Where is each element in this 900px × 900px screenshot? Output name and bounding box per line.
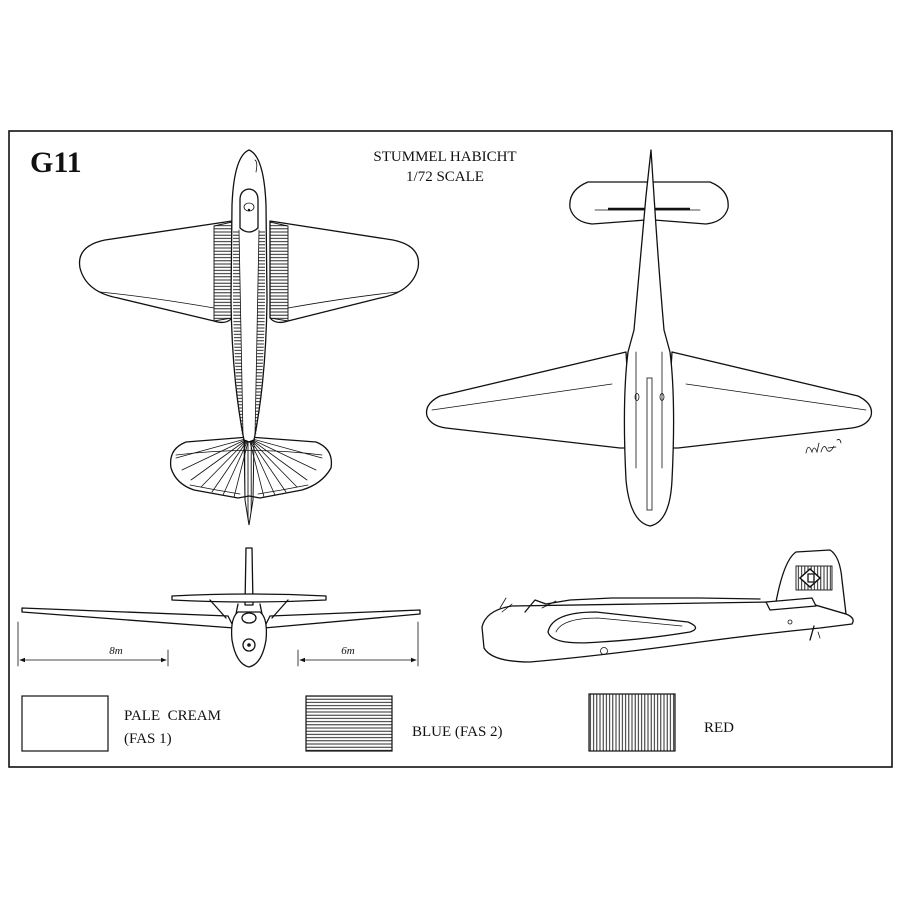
drawing-title: STUMMEL HABICHT xyxy=(373,149,516,165)
front-view-tailplane xyxy=(171,593,327,603)
side-view xyxy=(481,549,854,663)
front-view: 8m 6m xyxy=(17,547,421,668)
sheet-code: G11 xyxy=(30,146,82,179)
fin-emblem xyxy=(798,567,822,589)
span-label-left: 8m xyxy=(109,645,123,657)
underside-view xyxy=(425,149,873,527)
side-view-wing-root xyxy=(547,611,697,644)
span-label-right: 6m xyxy=(341,645,355,657)
underside-left-wing xyxy=(425,351,633,449)
underside-fuselage xyxy=(623,149,675,527)
legend-label-pale-cream-code: (FAS 1) xyxy=(124,731,172,747)
legend-label-blue: BLUE (FAS 2) xyxy=(412,724,503,740)
top-view-right-wing xyxy=(269,220,420,324)
legend-label-pale-cream: PALE CREAM xyxy=(124,708,221,724)
side-view-canopy xyxy=(524,597,761,613)
legend-swatch-pale-cream xyxy=(21,695,109,752)
artist-signature xyxy=(805,439,842,454)
colour-legend: PALE CREAM (FAS 1) BLUE (FAS 2) RED xyxy=(21,693,734,752)
front-view-fin xyxy=(244,547,254,606)
top-view xyxy=(78,149,420,526)
legend-swatch-red xyxy=(588,693,676,752)
top-view-cockpit xyxy=(239,188,259,233)
sheet-frame xyxy=(8,130,893,768)
legend-swatch-blue xyxy=(305,695,393,752)
underside-right-wing xyxy=(665,351,873,449)
drawing-scale: 1/72 SCALE xyxy=(406,169,484,185)
top-view-left-wing xyxy=(78,220,233,324)
legend-label-red: RED xyxy=(704,720,734,736)
top-view-tail-rays xyxy=(175,437,323,498)
